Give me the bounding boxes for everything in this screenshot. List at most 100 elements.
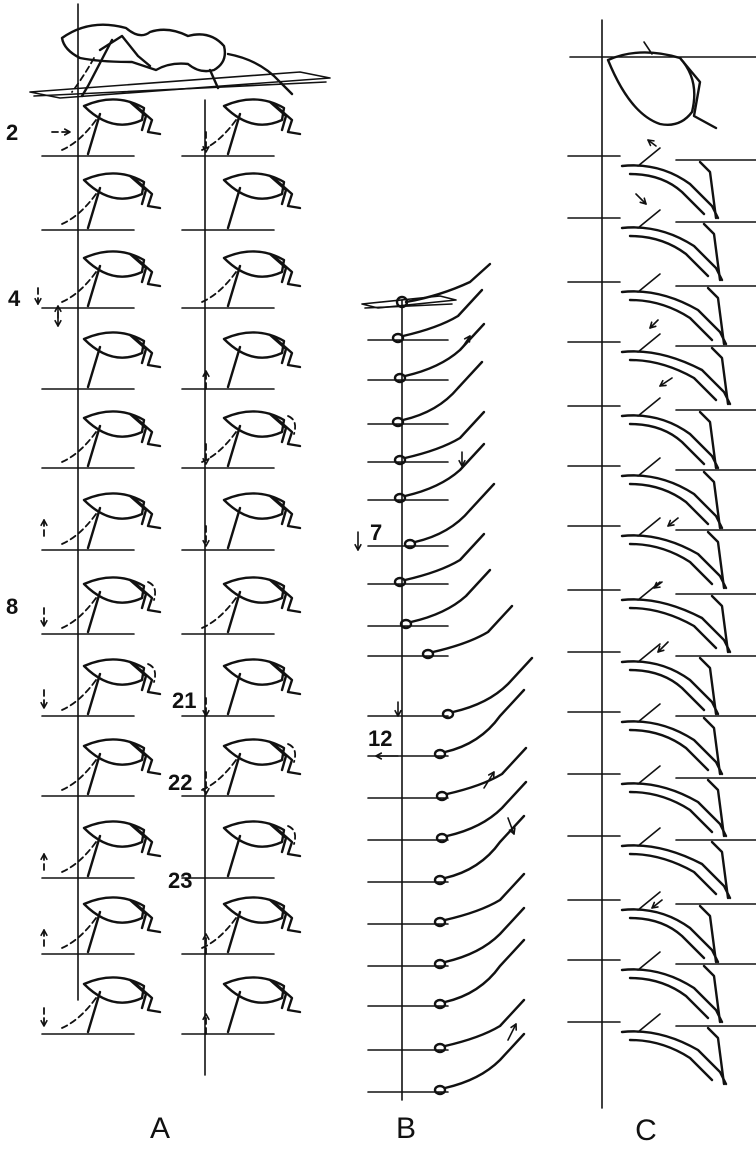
panel-b-drawings	[355, 264, 532, 1100]
leg-tarsus	[88, 508, 100, 548]
limb-tip	[638, 582, 660, 600]
leg-tarsus	[228, 674, 240, 714]
panel-b-frame-number: 7	[370, 520, 382, 545]
trace-frame	[368, 484, 494, 548]
leg-femur	[224, 411, 284, 436]
dashed-motion-arrow	[203, 526, 209, 546]
trace-frame	[368, 1000, 524, 1052]
trace-frame	[368, 782, 526, 842]
leg-femur	[84, 577, 144, 602]
limb-segment-inner	[630, 300, 712, 340]
joint	[435, 960, 445, 968]
leg-femur	[224, 173, 284, 198]
leg-trace	[411, 570, 490, 622]
leg-femur	[84, 493, 144, 518]
leg-femur	[84, 251, 144, 276]
leg-femur	[84, 99, 144, 124]
leg-frame	[182, 659, 300, 716]
panel-a-frame-number: 2	[6, 120, 18, 145]
limb-tip	[638, 644, 660, 662]
leg-femur	[224, 251, 284, 276]
leg-femur	[84, 897, 144, 922]
panel-a-frame-number: 8	[6, 594, 18, 619]
leg-frame	[182, 577, 300, 634]
leg-frame	[42, 411, 160, 468]
joint	[435, 1044, 445, 1052]
limb-tip	[638, 148, 660, 166]
leg-femur	[224, 332, 284, 357]
limb-segment-inner	[630, 424, 704, 464]
leg-tarsus	[88, 592, 100, 632]
leg-tarsus	[88, 836, 100, 876]
limb-segment-inner	[630, 236, 708, 276]
leg-femur	[224, 493, 284, 518]
limb-tip	[638, 952, 660, 970]
leg-tarsus	[88, 266, 100, 306]
leg-frame	[42, 99, 160, 156]
leg-tarsus	[228, 188, 240, 228]
trace-frame	[368, 816, 524, 884]
leg-frame	[41, 659, 160, 716]
joint	[395, 494, 405, 502]
limb-frame	[568, 704, 756, 774]
leg-tarsus	[88, 992, 100, 1032]
leg-frame	[41, 577, 160, 634]
limb-tip	[638, 210, 660, 228]
dashed-motion-arrow	[203, 934, 209, 954]
leg-frame	[182, 173, 300, 230]
leg-femur	[224, 821, 284, 846]
leg-tarsus	[228, 754, 240, 794]
trace-frame	[368, 324, 484, 382]
leg-frame	[182, 897, 300, 954]
limb-segment-inner	[630, 174, 704, 214]
trace-frame	[368, 570, 490, 628]
dashed-motion-arrow	[41, 608, 47, 626]
insect-on-platform	[30, 25, 330, 98]
limb-segment-inner	[630, 484, 708, 524]
leg-femur	[84, 739, 144, 764]
dashed-motion-arrow	[35, 288, 41, 304]
motion-arrow	[652, 900, 662, 908]
joint	[435, 750, 445, 758]
limb-frame	[568, 334, 756, 404]
leg-frame	[41, 821, 160, 878]
limb-segment-inner	[630, 730, 708, 770]
dashed-motion-arrow	[203, 772, 209, 794]
leg-frame	[35, 251, 160, 308]
motion-arrow	[668, 518, 678, 526]
leg-femur	[84, 659, 144, 684]
limb-frame	[568, 458, 756, 528]
limb-frame	[568, 952, 756, 1022]
leg-tarsus	[228, 912, 240, 952]
trace-frame	[368, 1034, 524, 1094]
limb-tip	[638, 518, 660, 536]
leg-tarsus	[88, 188, 100, 228]
leg-femur	[84, 411, 144, 436]
limb-frame	[568, 828, 756, 898]
joint	[395, 456, 405, 464]
joint	[423, 650, 433, 658]
joint	[395, 374, 405, 382]
motion-arrow	[660, 378, 672, 386]
trace-frame	[368, 362, 482, 426]
limb-tip	[638, 274, 660, 292]
leg-tarsus	[88, 912, 100, 952]
leg-femur	[224, 739, 284, 764]
limb-tip	[638, 1014, 660, 1032]
leg-tarsus	[88, 426, 100, 466]
panel-a-frame-number: 4	[8, 286, 21, 311]
leg-tarsus	[88, 674, 100, 714]
leg-femur	[224, 659, 284, 684]
leg-frame	[182, 99, 300, 156]
trace-frame	[368, 534, 484, 586]
leg-tarsus	[228, 114, 240, 154]
leg-trace	[445, 690, 524, 752]
limb-frame	[568, 644, 756, 714]
joint	[435, 1086, 445, 1094]
motion-arrow	[648, 140, 656, 146]
joint	[437, 792, 447, 800]
limb-frame	[568, 518, 756, 588]
leg-frame	[41, 977, 160, 1034]
panel-b-letter: B	[396, 1112, 416, 1145]
limb-frame	[568, 1014, 756, 1084]
